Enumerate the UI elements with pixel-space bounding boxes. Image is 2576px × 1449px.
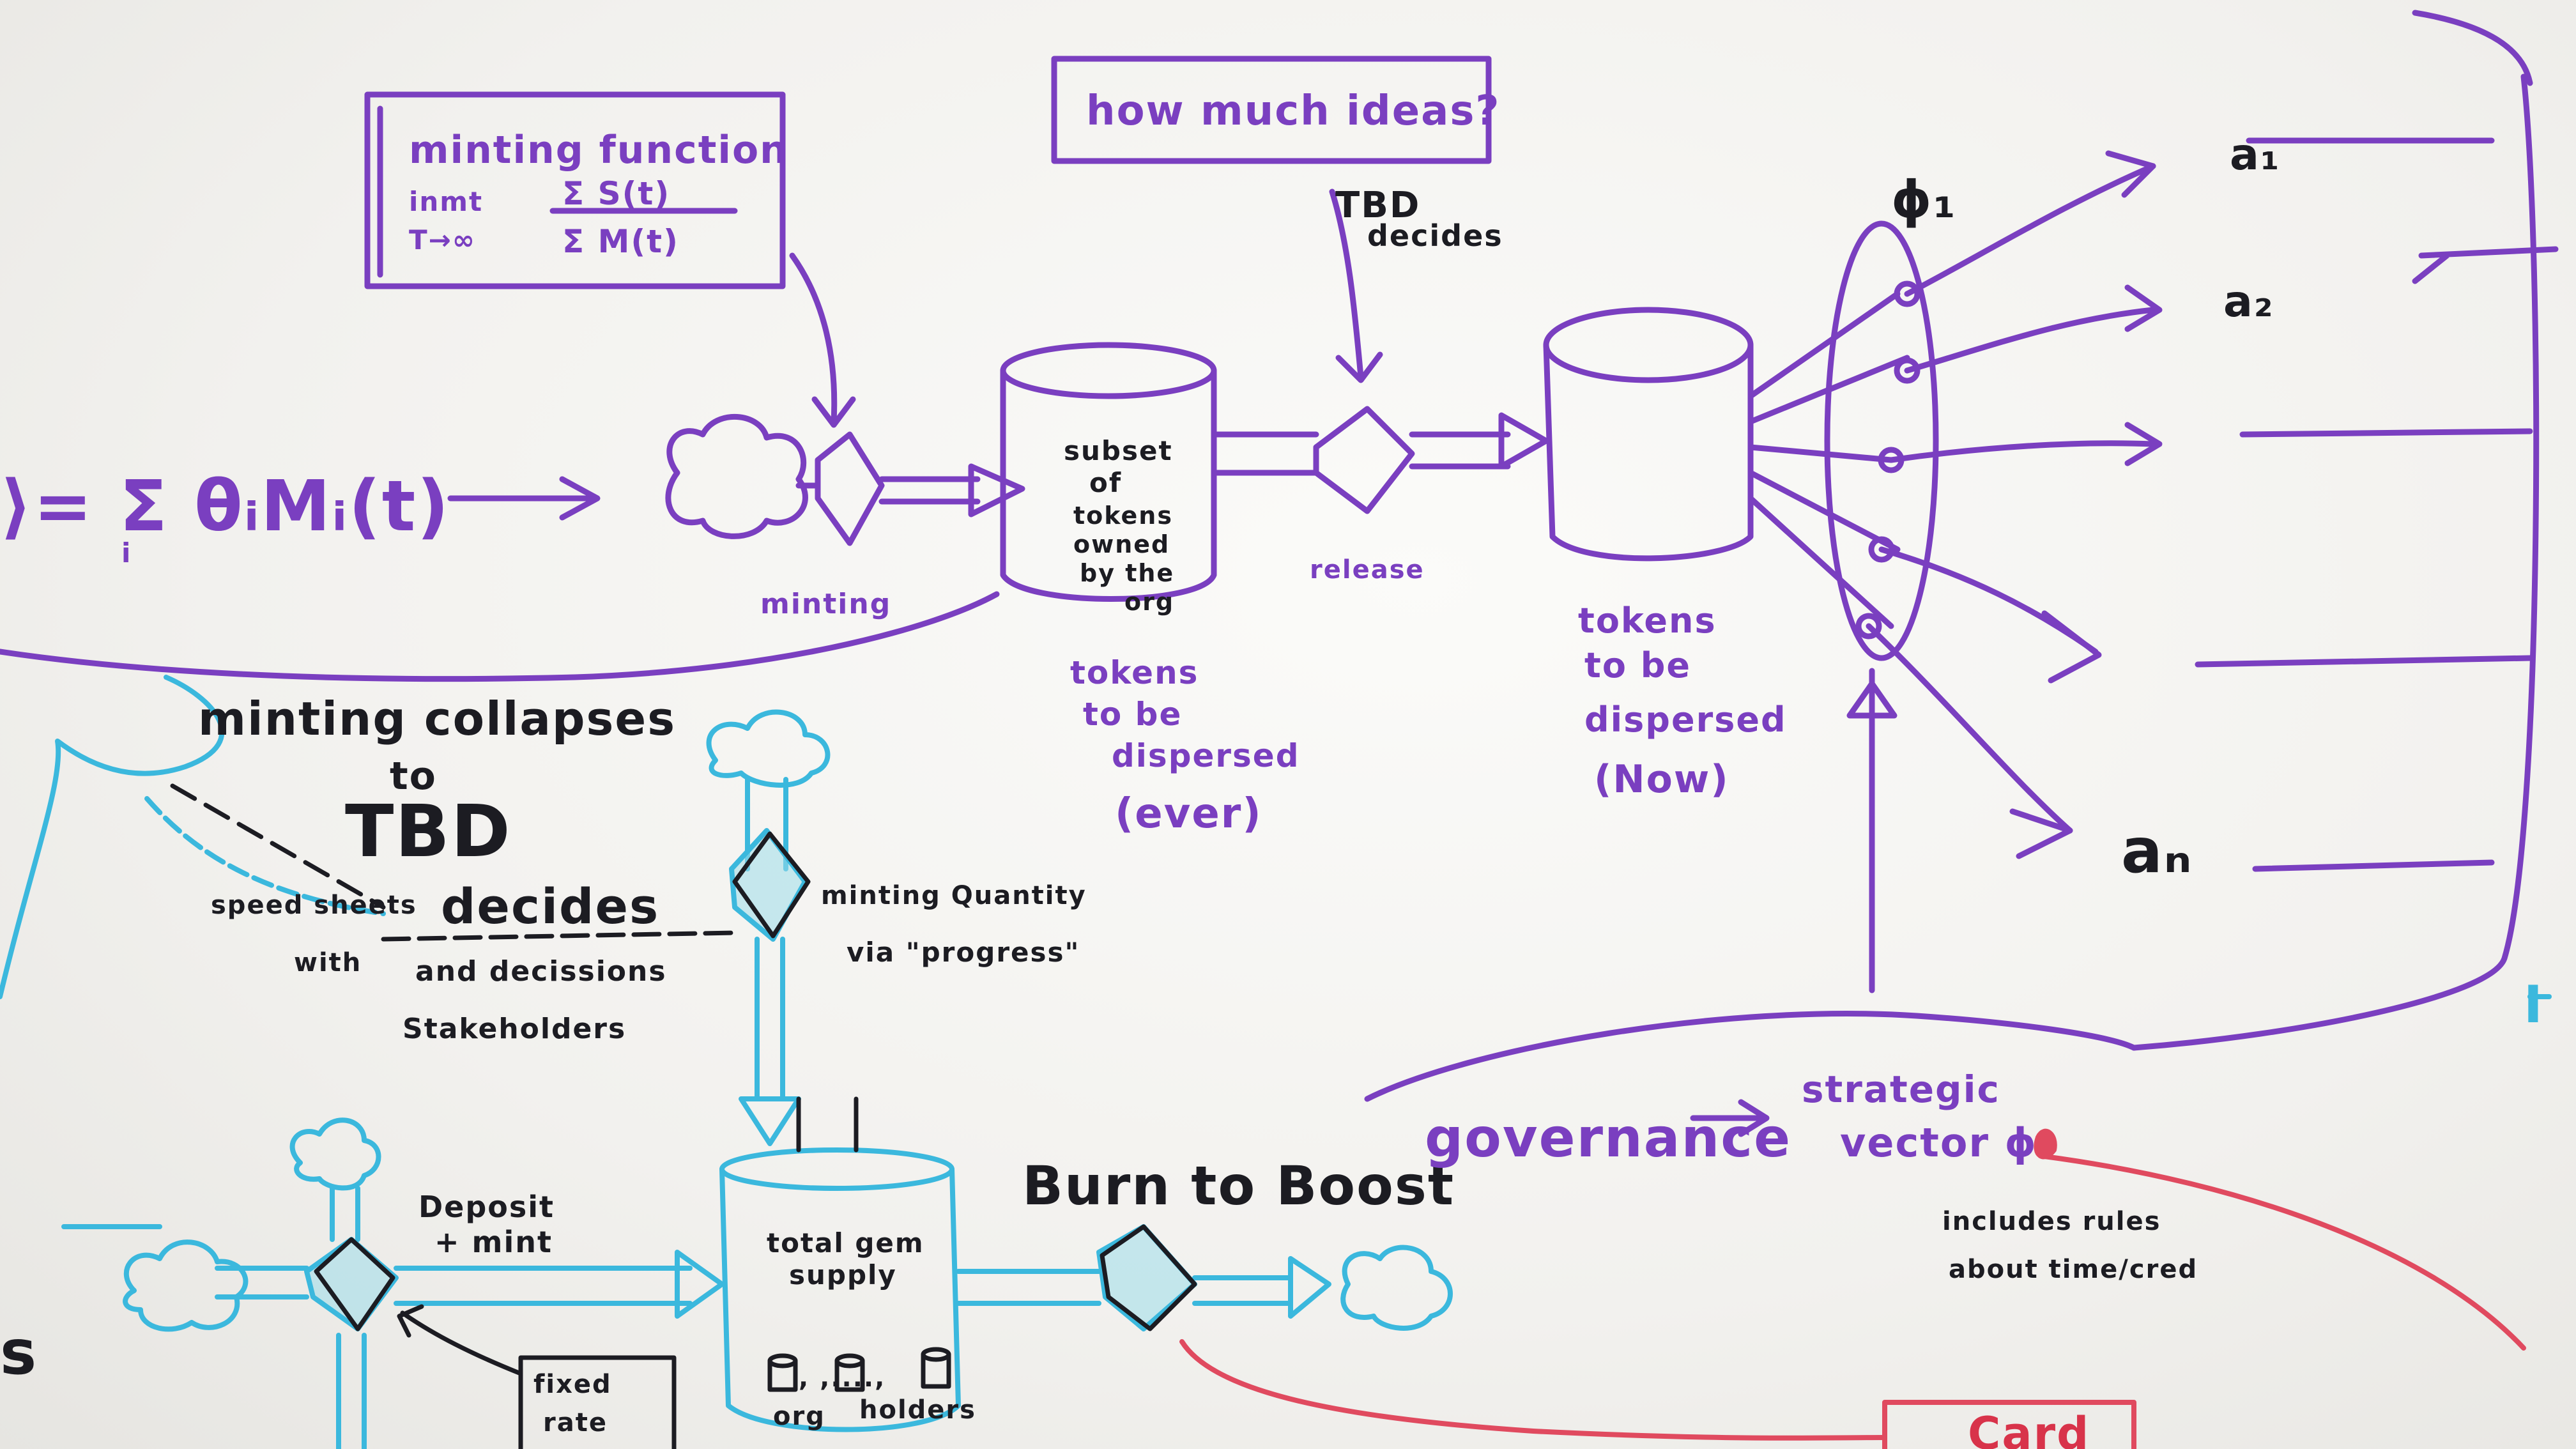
pool1-caption-1: tokens bbox=[1070, 654, 1199, 691]
release-label: release bbox=[1310, 555, 1425, 585]
minting-quantity-diamond bbox=[729, 828, 808, 942]
mint-cloud bbox=[665, 413, 808, 539]
red-box bbox=[1882, 1400, 2136, 1449]
minting-box-row1-expr: Σ S(t) bbox=[562, 175, 670, 212]
burn-diamond bbox=[1096, 1224, 1197, 1331]
burn-to-boost: Burn to Boost bbox=[1022, 1154, 1455, 1217]
side-note-2: with bbox=[294, 948, 362, 977]
tbd-top-2: decides bbox=[1367, 218, 1503, 253]
pool2-caption-3: dispersed bbox=[1584, 700, 1787, 740]
red-feedback-curve bbox=[1179, 1339, 1887, 1441]
pool1-text-1: subset bbox=[1064, 435, 1173, 466]
deposit-text-1: Deposit bbox=[418, 1190, 555, 1224]
release-diamond bbox=[1313, 406, 1415, 514]
strategic-text: strategic bbox=[1802, 1068, 2000, 1111]
pool1-cylinder bbox=[1000, 367, 1217, 602]
pool2-caption-1: tokens bbox=[1578, 601, 1717, 641]
governance-curve bbox=[1364, 1011, 2137, 1102]
pool1-caption-3: dispersed bbox=[1112, 737, 1300, 774]
minting-label: minting bbox=[760, 588, 891, 620]
deposit-cloud bbox=[123, 1239, 249, 1332]
red-vector-curve bbox=[2042, 1154, 2526, 1351]
formula-text: ⟩= Σ θᵢMᵢ(t) bbox=[0, 465, 450, 547]
minting-quantity-2: via "progress" bbox=[847, 937, 1080, 968]
governance-text: governance bbox=[1425, 1107, 1791, 1169]
pool1-text-4: owned bbox=[1073, 530, 1170, 558]
holders-label: holders bbox=[859, 1395, 976, 1425]
pool1-text-2: of bbox=[1089, 467, 1122, 498]
minting-box-row1-label: inmt bbox=[409, 186, 483, 217]
holders-dots: , ,...., bbox=[799, 1363, 885, 1393]
red-box-text: Card bbox=[1968, 1407, 2090, 1449]
supply-cylinder bbox=[719, 1167, 961, 1432]
collapse-text-1: minting collapses bbox=[198, 692, 676, 746]
pool2-caption-4: (Now) bbox=[1594, 757, 1729, 802]
tbd-arrow bbox=[1329, 188, 1364, 380]
supply-text-1: total gem bbox=[767, 1227, 924, 1259]
includes-rules-1: includes rules bbox=[1942, 1207, 2161, 1236]
output-a1: a₁ bbox=[2230, 130, 2281, 180]
side-note-1: speed sheets bbox=[211, 891, 417, 920]
how-much-ideas-box bbox=[1051, 56, 1492, 164]
pool2-cylinder bbox=[1543, 342, 1754, 562]
pool2-caption-2: to be bbox=[1584, 645, 1691, 686]
phi1-label: ϕ₁ bbox=[1891, 170, 1957, 229]
right-bracket bbox=[2131, 73, 2540, 1051]
minting-box-title: minting function bbox=[409, 128, 788, 172]
side-note-3: and decissions bbox=[415, 955, 667, 988]
right-edge-mark: I bbox=[2524, 975, 2544, 1034]
output-an: aₙ bbox=[2121, 815, 2193, 887]
how-much-ideas-text: how much ideas? bbox=[1086, 88, 1501, 135]
pool1-caption-2: to be bbox=[1083, 696, 1182, 733]
vector-text: vector ϕ bbox=[1840, 1119, 2037, 1166]
left-edge-mark: s bbox=[0, 1317, 38, 1388]
minting-function-box bbox=[364, 91, 786, 289]
deposit-diamond bbox=[304, 1237, 399, 1331]
allocation-ellipse bbox=[1824, 220, 1939, 661]
tbd-big: TBD bbox=[345, 790, 512, 873]
fixed-rate-1: fixed bbox=[533, 1370, 612, 1399]
pool1-cylinder-top bbox=[1000, 342, 1217, 399]
holders-org: org bbox=[773, 1402, 825, 1431]
deposit-text-2: + mint bbox=[434, 1225, 553, 1259]
pool1-caption-4: (ever) bbox=[1115, 790, 1262, 838]
fixed-rate-box bbox=[518, 1355, 677, 1449]
decides-big: decides bbox=[441, 878, 659, 935]
fixed-rate-2: rate bbox=[543, 1408, 608, 1438]
includes-rules-2: about time/cred bbox=[1949, 1255, 2198, 1284]
pool1-text-6: org bbox=[1124, 588, 1174, 616]
minting-box-arrow bbox=[789, 252, 838, 425]
output-arrow-1 bbox=[1904, 163, 2156, 297]
minting-quantity-1: minting Quantity bbox=[821, 881, 1087, 910]
collapse-text-2: to bbox=[390, 754, 437, 799]
deposit-top-cloud bbox=[289, 1117, 381, 1191]
tbd-top-1: TBD bbox=[1335, 185, 1420, 226]
output-a2: a₂ bbox=[2223, 277, 2274, 327]
minting-box-row2-expr: Σ M(t) bbox=[562, 223, 679, 260]
pool1-text-3: tokens bbox=[1073, 502, 1173, 530]
top-blue-cloud bbox=[706, 709, 831, 788]
supply-cylinder-top bbox=[719, 1147, 954, 1191]
side-note-4: Stakeholders bbox=[402, 1013, 626, 1045]
formula-subscript: i bbox=[121, 537, 132, 569]
minting-box-row2-label: T→∞ bbox=[409, 224, 476, 256]
pool1-text-5: by the bbox=[1080, 559, 1174, 587]
minting-diamond bbox=[815, 431, 885, 546]
pool2-cylinder-top bbox=[1543, 307, 1754, 383]
collapse-bubble bbox=[0, 675, 225, 999]
burn-cloud bbox=[1340, 1245, 1453, 1331]
supply-text-2: supply bbox=[789, 1259, 897, 1291]
